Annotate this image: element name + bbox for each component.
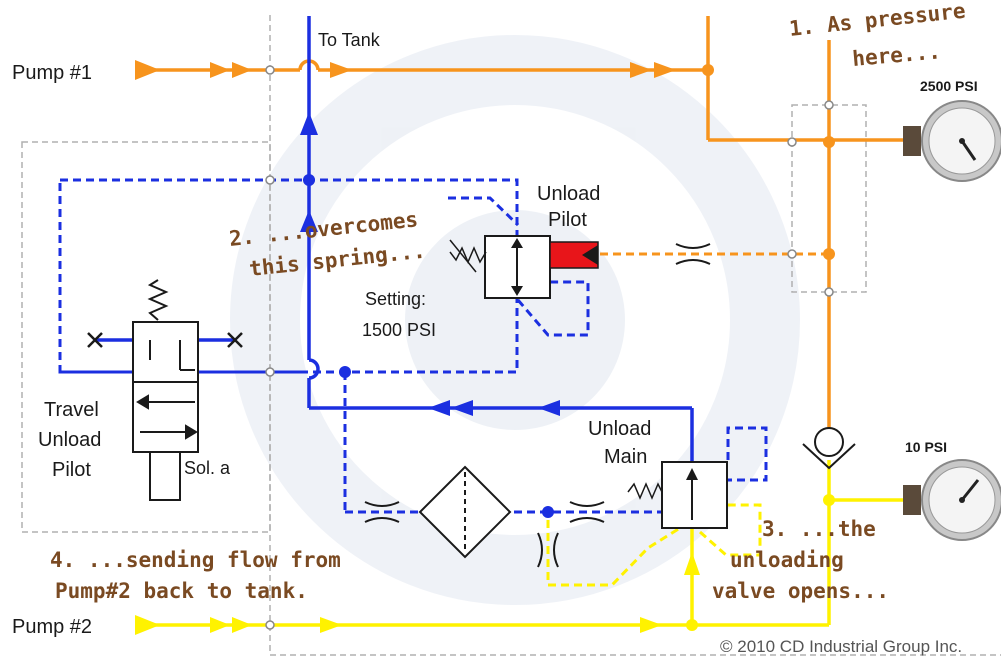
note-1-line-2: here... <box>851 39 941 71</box>
note-3-line-1: 3. ...the <box>762 517 876 541</box>
to-tank-label: To Tank <box>318 30 381 50</box>
junction-dot <box>702 64 714 76</box>
orifice-pilot <box>675 243 711 265</box>
copyright-text: © 2010 CD Industrial Group Inc. <box>720 637 962 656</box>
travel-label-1: Travel <box>44 399 99 421</box>
filter-symbol <box>418 465 512 559</box>
travel-label-2: Unload <box>38 429 101 451</box>
pump1-label: Pump #1 <box>12 62 92 84</box>
port-markers <box>265 65 834 630</box>
travel-label-3: Pilot <box>52 459 91 481</box>
setting-label-1: Setting: <box>365 289 426 309</box>
unload-main-valve <box>627 461 728 529</box>
tank-flow-arrows <box>300 112 560 416</box>
pump1-flow-arrows <box>135 60 676 80</box>
pressure-gauge-low <box>903 459 1001 541</box>
junction-dot <box>542 506 554 518</box>
note-3-line-2: unloading <box>730 548 844 572</box>
gauge-high-label: 2500 PSI <box>920 78 978 94</box>
note-1-line-1: 1. As pressure <box>788 0 967 41</box>
plug-marks <box>87 332 243 348</box>
check-valve <box>802 427 856 470</box>
pump2-label: Pump #2 <box>12 616 92 638</box>
note-4-line-2: Pump#2 back to tank. <box>55 579 308 603</box>
setting-label-2: 1500 PSI <box>362 320 436 340</box>
orifices <box>364 501 605 568</box>
pump2-pilot-dashed <box>546 503 762 587</box>
junction-dot <box>303 174 315 186</box>
junction-dot <box>339 366 351 378</box>
junction-dot <box>823 494 835 506</box>
unload-pilot-valve <box>449 235 599 299</box>
component-boundaries <box>21 15 1001 656</box>
pressure-gauge-high <box>903 100 1001 182</box>
unload-main-label-2: Main <box>604 446 647 468</box>
note-4-line-1: 4. ...sending flow from <box>50 548 341 572</box>
unload-pilot-label-2: Pilot <box>548 209 587 231</box>
note-3-line-3: valve opens... <box>712 579 889 603</box>
travel-unload-solenoid-valve <box>132 279 199 501</box>
gauge-low-label: 10 PSI <box>905 439 947 455</box>
junction-dot <box>686 619 698 631</box>
pump2-flow-arrows <box>135 552 700 635</box>
unload-main-label-1: Unload <box>588 418 651 440</box>
sol-a-label: Sol. a <box>184 458 231 478</box>
unload-pilot-label-1: Unload <box>537 183 600 205</box>
junction-dot <box>823 136 835 148</box>
